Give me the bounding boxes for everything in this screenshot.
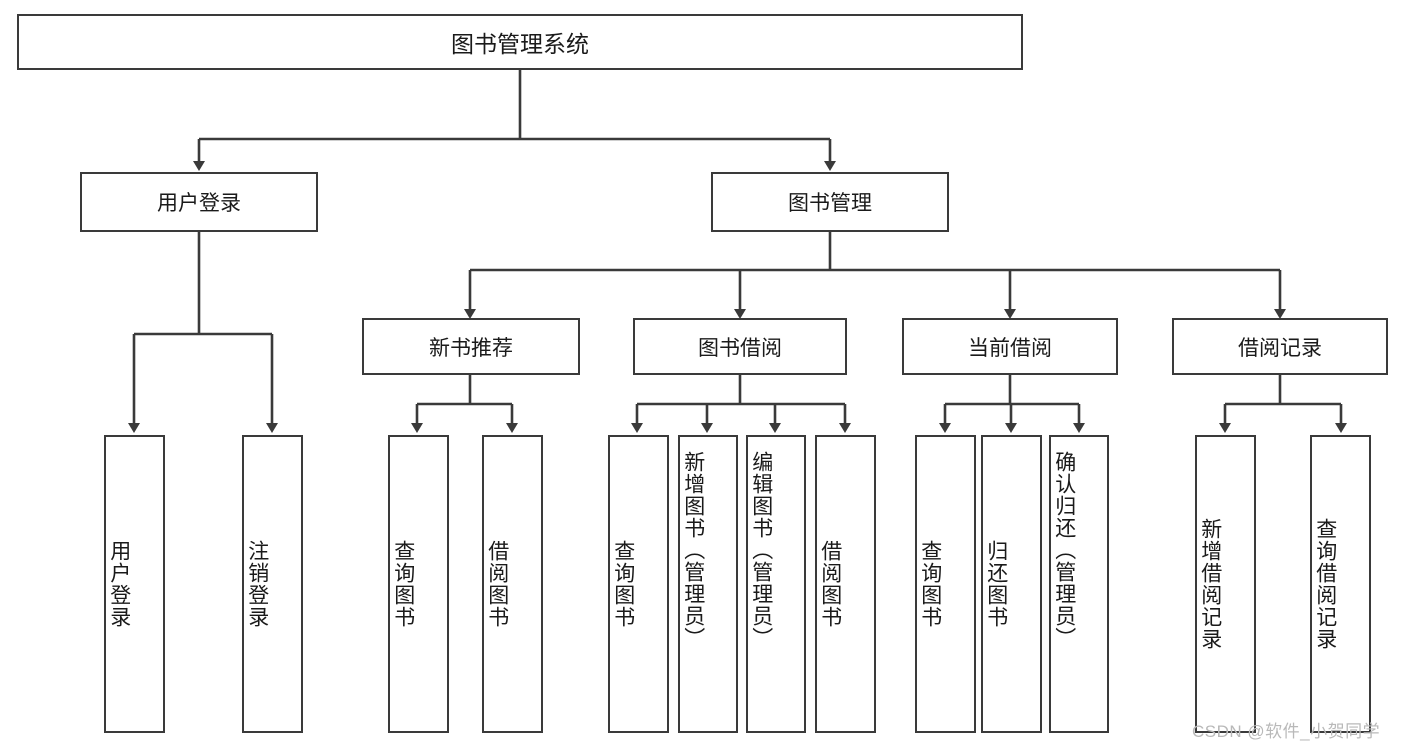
node-borrow-record[interactable]: 借阅记录 — [1172, 318, 1388, 375]
node-leaf-query-book-2[interactable]: 查询图书 — [608, 435, 669, 733]
node-leaf-query-record[interactable]: 查询借阅记录 — [1310, 435, 1371, 733]
node-label: 新书推荐 — [429, 336, 513, 360]
node-label: 借阅图书 — [818, 540, 842, 628]
node-leaf-edit-book[interactable]: 编辑图书（管理员） — [746, 435, 806, 733]
node-user-login[interactable]: 用户登录 — [80, 172, 318, 232]
node-label: 确认归还（管理员） — [1052, 451, 1076, 649]
node-leaf-logout[interactable]: 注销登录 — [242, 435, 303, 733]
node-label: 编辑图书（管理员） — [749, 451, 773, 649]
node-label: 归还图书 — [984, 540, 1008, 628]
node-label: 用户登录 — [107, 540, 131, 628]
node-new-book-recommend[interactable]: 新书推荐 — [362, 318, 580, 375]
node-label: 注销登录 — [245, 540, 269, 628]
watermark-credit: CSDN @软件_小贺同学 — [1192, 722, 1381, 741]
node-label: 新增借阅记录 — [1198, 518, 1222, 650]
node-label: 当前借阅 — [968, 336, 1052, 360]
node-leaf-return-book[interactable]: 归还图书 — [981, 435, 1042, 733]
node-root-system[interactable]: 图书管理系统 — [17, 14, 1023, 70]
node-leaf-add-book[interactable]: 新增图书（管理员） — [678, 435, 738, 733]
node-label: 查询图书 — [918, 540, 942, 628]
node-leaf-borrow-book-2[interactable]: 借阅图书 — [815, 435, 876, 733]
node-label: 查询图书 — [391, 540, 415, 628]
node-label: 查询借阅记录 — [1313, 518, 1337, 650]
node-label: 用户登录 — [157, 192, 241, 215]
node-leaf-confirm-return[interactable]: 确认归还（管理员） — [1049, 435, 1109, 733]
node-leaf-user-login[interactable]: 用户登录 — [104, 435, 165, 733]
node-label: 新增图书（管理员） — [681, 451, 705, 649]
node-current-borrow[interactable]: 当前借阅 — [902, 318, 1118, 375]
node-leaf-query-book-3[interactable]: 查询图书 — [915, 435, 976, 733]
node-label: 图书管理 — [788, 192, 872, 215]
node-leaf-add-record[interactable]: 新增借阅记录 — [1195, 435, 1256, 733]
node-book-borrow[interactable]: 图书借阅 — [633, 318, 847, 375]
node-label: 图书借阅 — [698, 336, 782, 360]
node-label: 借阅记录 — [1238, 336, 1322, 360]
node-leaf-borrow-book-1[interactable]: 借阅图书 — [482, 435, 543, 733]
node-label: 借阅图书 — [485, 540, 509, 628]
node-label: 查询图书 — [611, 540, 635, 628]
node-book-management[interactable]: 图书管理 — [711, 172, 949, 232]
node-leaf-query-book-1[interactable]: 查询图书 — [388, 435, 449, 733]
node-label: 图书管理系统 — [451, 31, 589, 57]
